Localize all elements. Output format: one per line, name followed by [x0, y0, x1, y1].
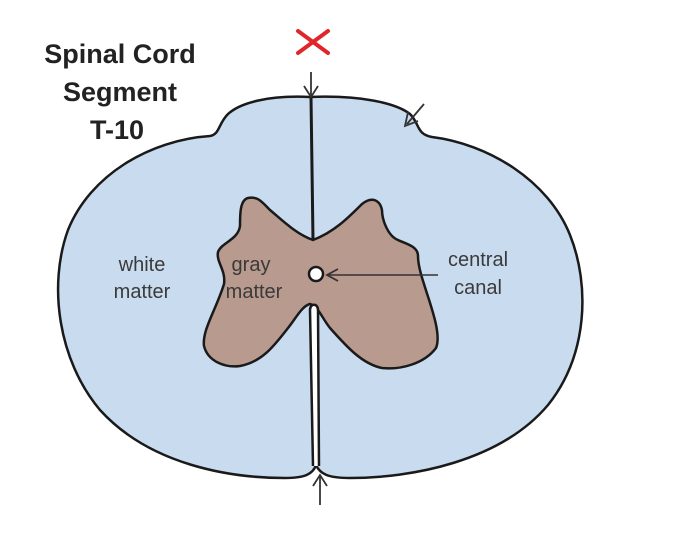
title-line-2: Segment	[63, 77, 177, 107]
diagram-title: Spinal Cord Segment T-10	[44, 39, 196, 145]
top-arrow-icon	[303, 72, 319, 99]
gray-matter-label: gray matter	[226, 254, 283, 303]
gray-matter-label-line-2: matter	[226, 281, 283, 303]
posterior-median-septum	[309, 96, 315, 241]
x-mark-icon	[296, 29, 330, 55]
white-matter-label: white matter	[114, 254, 171, 303]
anterior-median-fissure	[308, 303, 321, 467]
title-line-3: T-10	[90, 115, 144, 145]
central-canal-label: central canal	[448, 249, 508, 299]
title-line-1: Spinal Cord	[44, 39, 196, 69]
central-canal-pointer-arrow-icon	[325, 268, 438, 282]
central-canal-label-line-2: canal	[454, 277, 502, 299]
white-matter-label-line-2: matter	[114, 281, 171, 303]
gray-matter-label-line-1: gray	[232, 254, 271, 276]
central-canal-circle	[307, 265, 325, 283]
white-matter-label-line-1: white	[118, 254, 166, 276]
central-canal-label-line-1: central	[448, 249, 508, 271]
dorsal-sulcus-arrow-icon	[403, 103, 425, 128]
bottom-arrow-icon	[312, 473, 328, 505]
gray-matter-region	[202, 196, 439, 370]
